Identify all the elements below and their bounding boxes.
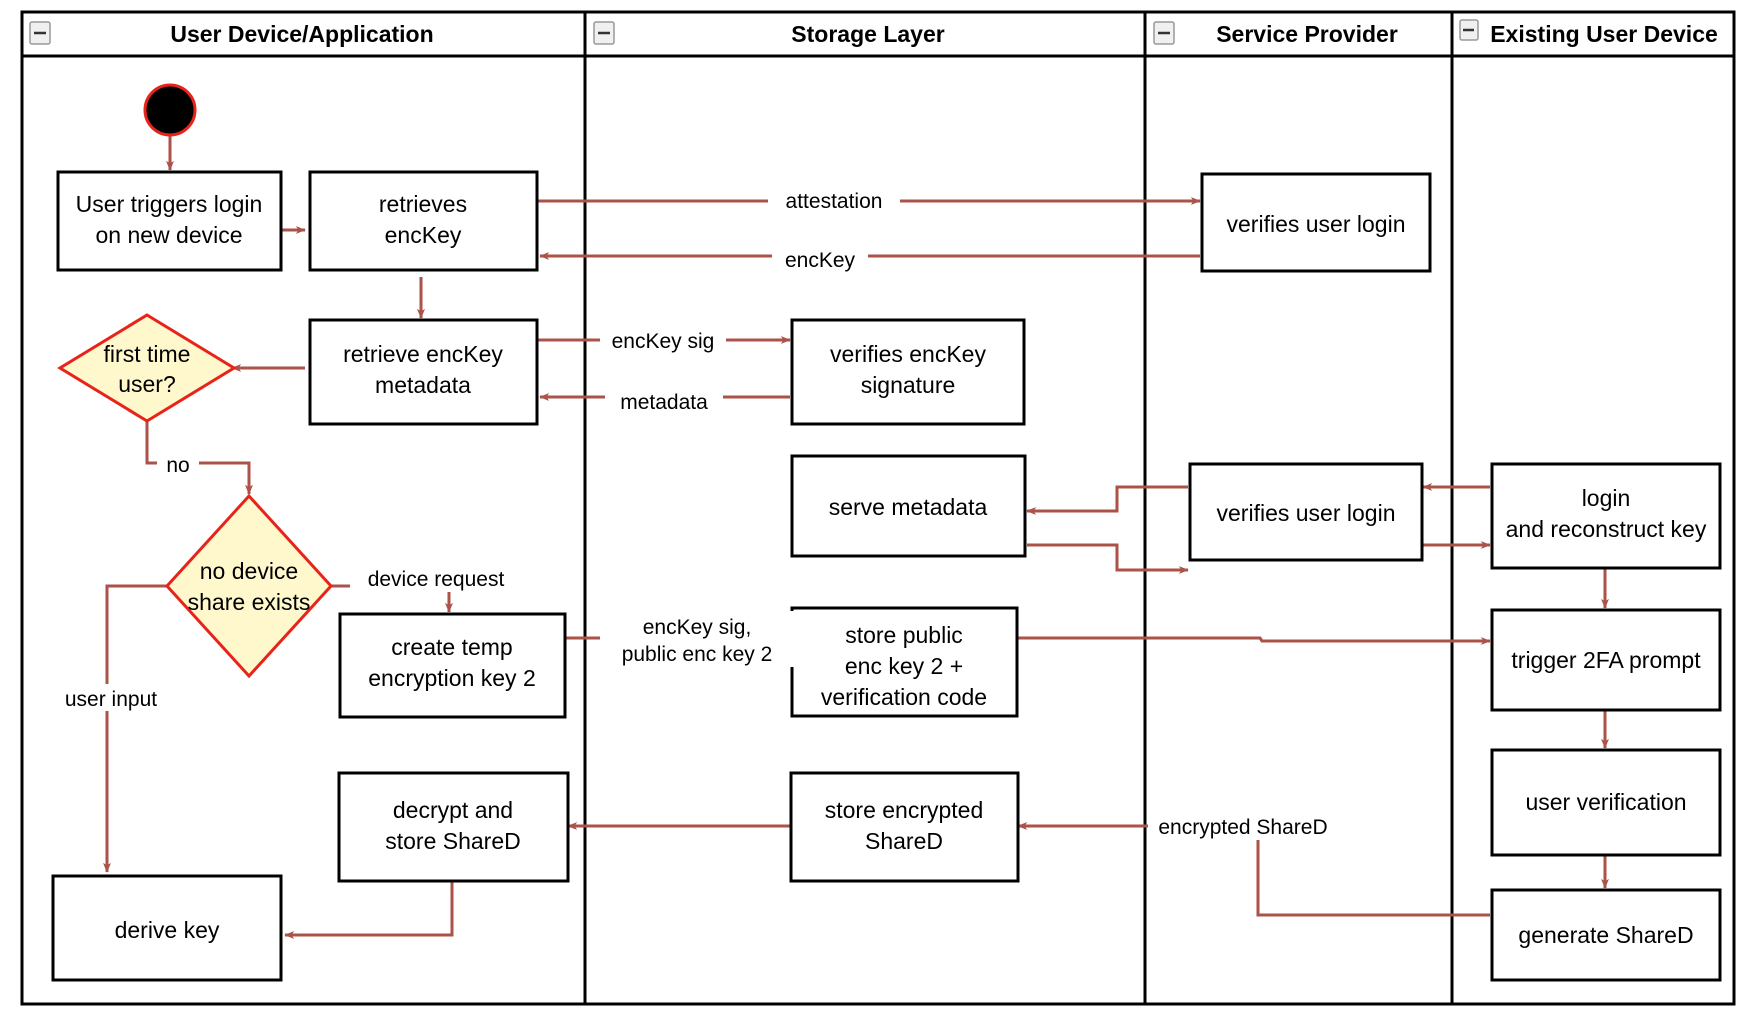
activity-label-line: retrieve encKey bbox=[343, 341, 503, 367]
activity-label-line: verifies encKey bbox=[830, 341, 986, 367]
edge-store-public-to-trigger-2fa bbox=[1018, 636, 1491, 645]
activity-store-public-enc-key-2[interactable]: store public enc key 2 + verification co… bbox=[790, 606, 1019, 718]
edge-verifies-login-to-serve-metadata bbox=[1026, 485, 1188, 515]
edge-label-encrypted-shared: encrypted ShareD bbox=[1148, 813, 1338, 840]
activity-label-line: ShareD bbox=[865, 828, 943, 854]
activity-retrieve-enckey-metadata[interactable]: retrieve encKey metadata bbox=[308, 318, 539, 426]
decision-first-time-user[interactable]: first time user? bbox=[57, 313, 237, 423]
activity-login-and-reconstruct-key[interactable]: login and reconstruct key bbox=[1490, 462, 1722, 570]
edge-decrypt-to-derive-key bbox=[284, 881, 454, 939]
lane-header-user-device[interactable]: User Device/Application bbox=[29, 21, 434, 47]
initial-node bbox=[143, 83, 197, 137]
decision-label-line: first time bbox=[104, 341, 191, 367]
edge-label-device-request: device request bbox=[350, 565, 522, 592]
activity-label-line: decrypt and bbox=[393, 797, 513, 823]
activity-label-line: encryption key 2 bbox=[368, 665, 535, 691]
activity-label-line: login bbox=[1582, 485, 1631, 511]
activity-label-line: encKey bbox=[385, 222, 462, 248]
decision-label-line: no device bbox=[200, 558, 298, 584]
activity-label-line: serve metadata bbox=[829, 494, 988, 520]
decision-label-line: user? bbox=[118, 371, 176, 397]
activity-verifies-user-login-top[interactable]: verifies user login bbox=[1200, 172, 1432, 273]
activity-decrypt-and-store-shared[interactable]: decrypt and store ShareD bbox=[337, 771, 570, 883]
activity-trigger-2fa-prompt[interactable]: trigger 2FA prompt bbox=[1490, 608, 1722, 712]
activity-label-line: store ShareD bbox=[385, 828, 521, 854]
activity-verifies-user-login-middle[interactable]: verifies user login bbox=[1188, 462, 1424, 562]
activity-label-line: on new device bbox=[95, 222, 242, 248]
edge-label-text: device request bbox=[368, 568, 505, 591]
lane-header-storage[interactable]: Storage Layer bbox=[593, 21, 945, 47]
activity-label-line: signature bbox=[861, 372, 956, 398]
activity-label-line: User triggers login bbox=[76, 191, 263, 217]
lane-header-service-provider[interactable]: Service Provider bbox=[1153, 21, 1398, 47]
activity-label-line: generate ShareD bbox=[1518, 922, 1693, 948]
collapse-minus-icon[interactable] bbox=[1153, 21, 1175, 45]
activity-label-line: retrieves bbox=[379, 191, 467, 217]
lane-header-existing-device[interactable]: Existing User Device bbox=[1459, 19, 1718, 47]
activity-label-line: verifies user login bbox=[1217, 500, 1396, 526]
edge-label-text: encKey sig bbox=[612, 330, 715, 353]
lane-title-storage: Storage Layer bbox=[791, 21, 944, 47]
activity-label-line: metadata bbox=[375, 372, 471, 398]
lane-title-user-device: User Device/Application bbox=[170, 21, 433, 47]
edge-label-enckey-sig: encKey sig bbox=[600, 326, 726, 353]
activity-label-line: user verification bbox=[1525, 789, 1686, 815]
edge-label-text: public enc key 2 bbox=[622, 643, 773, 666]
activity-label-line: create temp bbox=[391, 634, 512, 660]
collapse-minus-icon[interactable] bbox=[593, 21, 615, 45]
edge-label-text: no bbox=[166, 454, 189, 477]
activity-user-verification[interactable]: user verification bbox=[1490, 748, 1722, 857]
activity-serve-metadata[interactable]: serve metadata bbox=[790, 454, 1027, 558]
edge-serve-metadata-to-verifies-login bbox=[1027, 543, 1189, 574]
activity-label-line: verifies user login bbox=[1227, 211, 1406, 237]
edge-label-metadata: metadata bbox=[605, 387, 723, 414]
edge-label-text: metadata bbox=[620, 391, 708, 414]
activity-retrieves-enckey[interactable]: retrieves encKey bbox=[308, 170, 539, 272]
swimlane-frame bbox=[20, 10, 1736, 1006]
activity-verifies-enckey-signature[interactable]: verifies encKey signature bbox=[790, 318, 1026, 426]
activity-label-line: enc key 2 + bbox=[845, 653, 963, 679]
edge-label-enckey-sig-public-enc-key-2: encKey sig, public enc key 2 bbox=[600, 611, 795, 667]
edge-encrypted-shared bbox=[1017, 822, 1490, 917]
lane-title-existing-device: Existing User Device bbox=[1490, 21, 1718, 47]
edge-label-text: encKey sig, bbox=[643, 616, 752, 639]
activity-label-line: store public bbox=[845, 622, 963, 648]
activity-store-encrypted-shared[interactable]: store encrypted ShareD bbox=[789, 771, 1020, 883]
edge-label-enckey: encKey bbox=[772, 245, 868, 272]
edge-label-no: no bbox=[157, 451, 199, 477]
collapse-minus-icon[interactable] bbox=[1459, 19, 1479, 41]
activity-create-temp-encryption-key-2[interactable]: create temp encryption key 2 bbox=[338, 612, 567, 719]
activity-label-line: verification code bbox=[821, 684, 987, 710]
activity-user-triggers-login[interactable]: User triggers login on new device bbox=[56, 170, 283, 272]
edge-label-attestation: attestation bbox=[768, 186, 900, 213]
decision-no-device-share-exists[interactable]: no device share exists bbox=[164, 493, 334, 679]
activity-generate-shared[interactable]: generate ShareD bbox=[1490, 888, 1722, 982]
edge-label-text: encrypted ShareD bbox=[1158, 816, 1327, 839]
activity-label-line: store encrypted bbox=[825, 797, 984, 823]
activity-label-line: and reconstruct key bbox=[1506, 516, 1707, 542]
activity-label-line: derive key bbox=[115, 917, 220, 943]
edge-label-user-input: user input bbox=[52, 684, 174, 711]
decision-label-line: share exists bbox=[188, 589, 311, 615]
lane-title-service-provider: Service Provider bbox=[1216, 21, 1398, 47]
activity-derive-key[interactable]: derive key bbox=[51, 874, 283, 982]
edge-label-text: user input bbox=[65, 688, 157, 711]
edge-user-input bbox=[103, 584, 168, 873]
edge-label-text: encKey bbox=[785, 249, 856, 272]
edge-label-text: attestation bbox=[786, 190, 883, 213]
collapse-minus-icon[interactable] bbox=[29, 21, 51, 45]
activity-label-line: trigger 2FA prompt bbox=[1511, 647, 1701, 673]
